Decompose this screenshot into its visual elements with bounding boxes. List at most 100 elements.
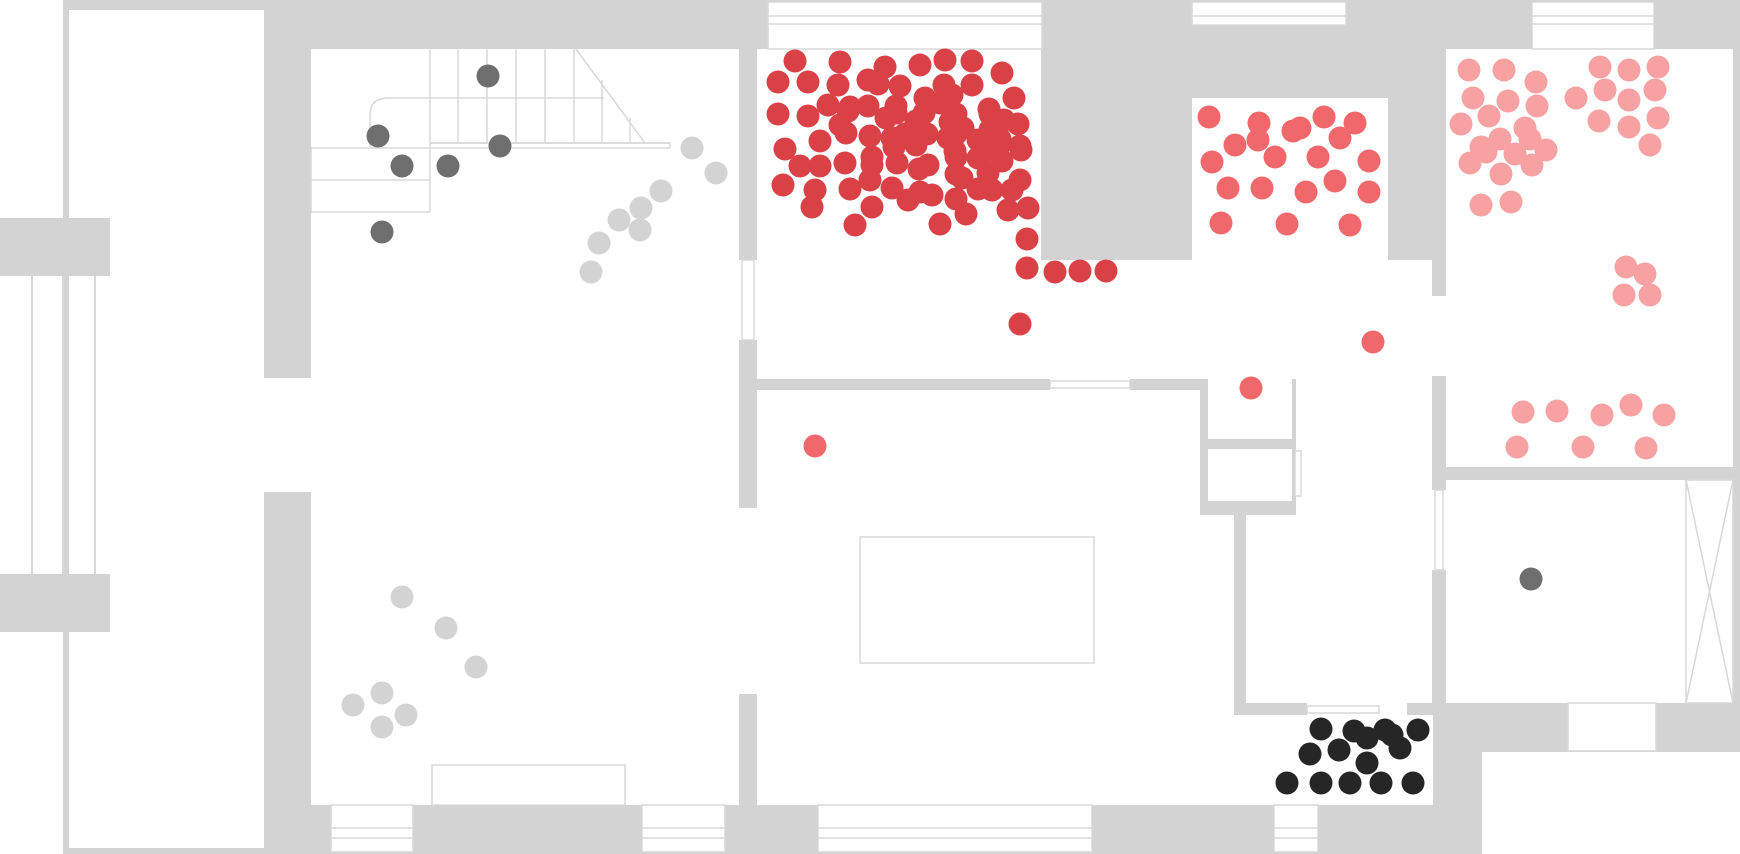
marker-red [1250,176,1274,200]
window [330,804,414,853]
sideboard [431,764,626,806]
balcony-pillar-bottom [0,574,110,632]
marker-mid-gray [366,124,390,148]
marker-dark-red [771,173,795,197]
dining-table [859,536,1095,664]
marker-black [1309,717,1333,741]
marker-pink [1646,55,1670,79]
marker-dark-red [904,109,928,133]
marker-dark-red [833,151,857,175]
marker-black [1401,771,1425,795]
marker-dark-red [916,153,940,177]
marker-pink [1477,104,1501,128]
marker-dark-red [860,145,884,169]
marker-dark-red [826,73,850,97]
marker-red [803,434,827,458]
marker-red [1294,180,1318,204]
marker-dark-red [1043,260,1067,284]
marker-pink [1590,403,1614,427]
marker-pink [1511,400,1535,424]
marker-pink [1617,115,1641,139]
marker-dark-red [1068,259,1092,283]
marker-red [1239,376,1263,400]
marker-dark-red [796,70,820,94]
window [1273,804,1319,853]
marker-mid-gray [436,154,460,178]
marker-dark-red [960,73,984,97]
marker-pink [1524,70,1548,94]
marker-pink [1612,283,1636,307]
marker-dark-red [788,154,812,178]
marker-mid-gray [476,64,500,88]
marker-dark-red [1000,178,1024,202]
marker-red [1323,169,1347,193]
marker-red [1312,105,1336,129]
marker-mid-gray [390,154,414,178]
marker-dark-red [858,168,882,192]
marker-pink [1518,127,1542,151]
marker-red [1357,149,1381,173]
marker-pink [1652,403,1676,427]
marker-mid-gray [488,134,512,158]
marker-dark-red [874,106,898,130]
exterior-top-left [0,0,63,218]
marker-red [1306,145,1330,169]
marker-red [1288,116,1312,140]
marker-light-gray [390,585,414,609]
marker-dark-red [783,49,807,73]
marker-black [1380,723,1404,747]
marker-light-gray [341,693,365,717]
marker-dark-red [843,213,867,237]
marker-dark-red [950,166,974,190]
room-living [311,49,739,805]
marker-dark-red [936,126,960,150]
marker-red [1209,211,1233,235]
marker-black [1309,771,1333,795]
marker-pink [1458,151,1482,175]
marker-mid-gray [1519,567,1543,591]
marker-pink [1545,399,1569,423]
marker-dark-red [940,83,964,107]
wall-niche [741,259,755,341]
balcony [69,10,264,848]
window [1567,702,1657,752]
marker-dark-red [808,154,832,178]
marker-mid-gray [370,220,394,244]
marker-light-gray [434,616,458,640]
marker-pink [1492,58,1516,82]
marker-dark-red [976,161,1000,185]
window [817,804,1093,853]
doorway [739,508,757,694]
marker-red [1216,176,1240,200]
marker-pink [1587,109,1611,133]
marker-red [1246,128,1270,152]
staircase [310,48,671,213]
marker-red [1197,105,1221,129]
marker-dark-red [944,187,968,211]
marker-dark-red [773,137,797,161]
marker-red [1275,212,1299,236]
marker-dark-red [1016,196,1040,220]
marker-dark-red [928,212,952,236]
marker-pink [1503,142,1527,166]
marker-light-gray [464,655,488,679]
marker-dark-red [856,94,880,118]
marker-pink [1449,112,1473,136]
marker-red [1223,133,1247,157]
marker-pink [1593,78,1617,102]
marker-black [1355,751,1379,775]
marker-dark-red [866,72,890,96]
marker-black [1298,742,1322,766]
marker-pink [1617,58,1641,82]
marker-pink [1474,140,1498,164]
marker-dark-red [858,124,882,148]
marker-dark-red [1015,227,1039,251]
marker-dark-red [796,104,820,128]
marker-black [1327,738,1351,762]
window [641,804,726,853]
marker-dark-red [828,50,852,74]
marker-light-gray [704,161,728,185]
marker-dark-red [828,113,852,137]
marker-pink [1638,283,1662,307]
wall-niche [1049,380,1131,389]
